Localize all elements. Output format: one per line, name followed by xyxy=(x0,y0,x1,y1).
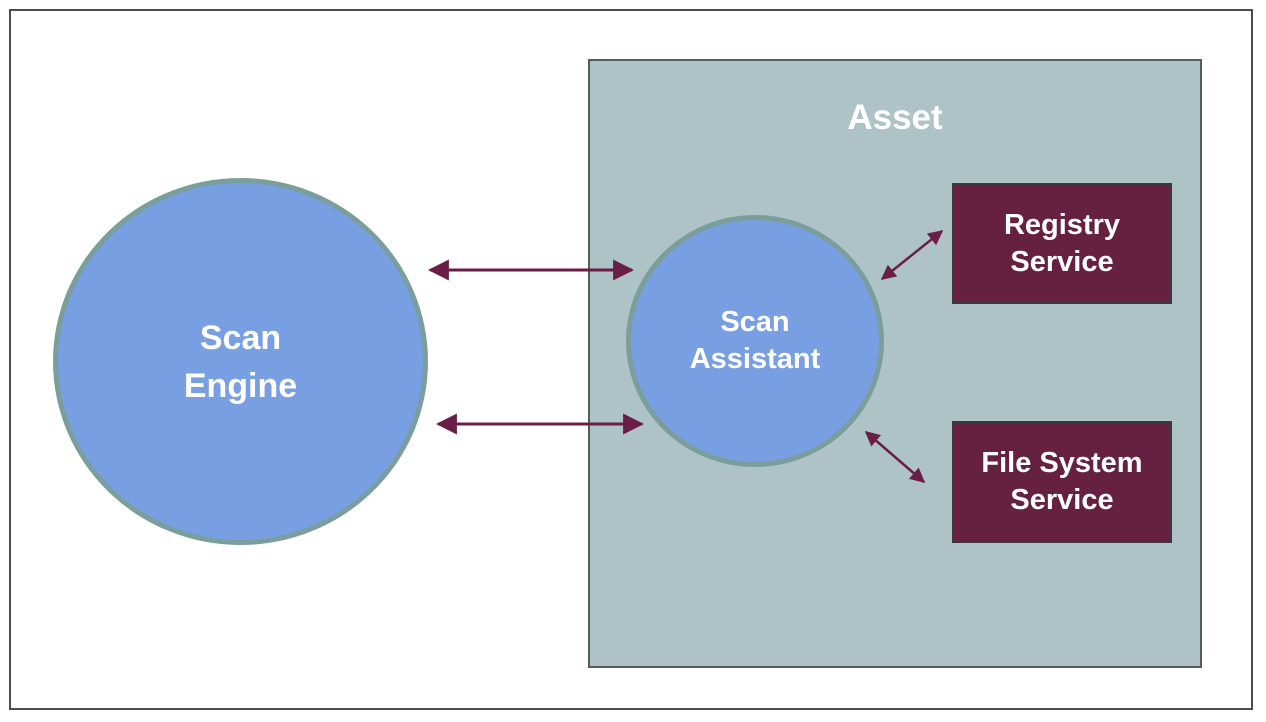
registry-service-node: Registry Service xyxy=(952,183,1172,304)
scan-engine-label-line1: Scan xyxy=(199,318,282,357)
file-system-service-label-line1: File System xyxy=(981,447,1143,479)
file-system-service-label-line2: Service xyxy=(1010,484,1114,516)
scan-engine-node: Scan Engine xyxy=(53,178,428,545)
scan-assistant-node: Scan Assistant xyxy=(626,215,884,467)
scan-assistant-label-line1: Scan xyxy=(720,306,790,338)
asset-title: Asset xyxy=(847,98,943,137)
registry-service-label-line2: Service xyxy=(1010,245,1114,278)
scan-assistant-label-line2: Assistant xyxy=(689,343,821,375)
scan-engine-label-line2: Engine xyxy=(183,366,298,405)
registry-service-label-line1: Registry xyxy=(1003,208,1121,241)
file-system-service-node: File System Service xyxy=(952,421,1172,543)
